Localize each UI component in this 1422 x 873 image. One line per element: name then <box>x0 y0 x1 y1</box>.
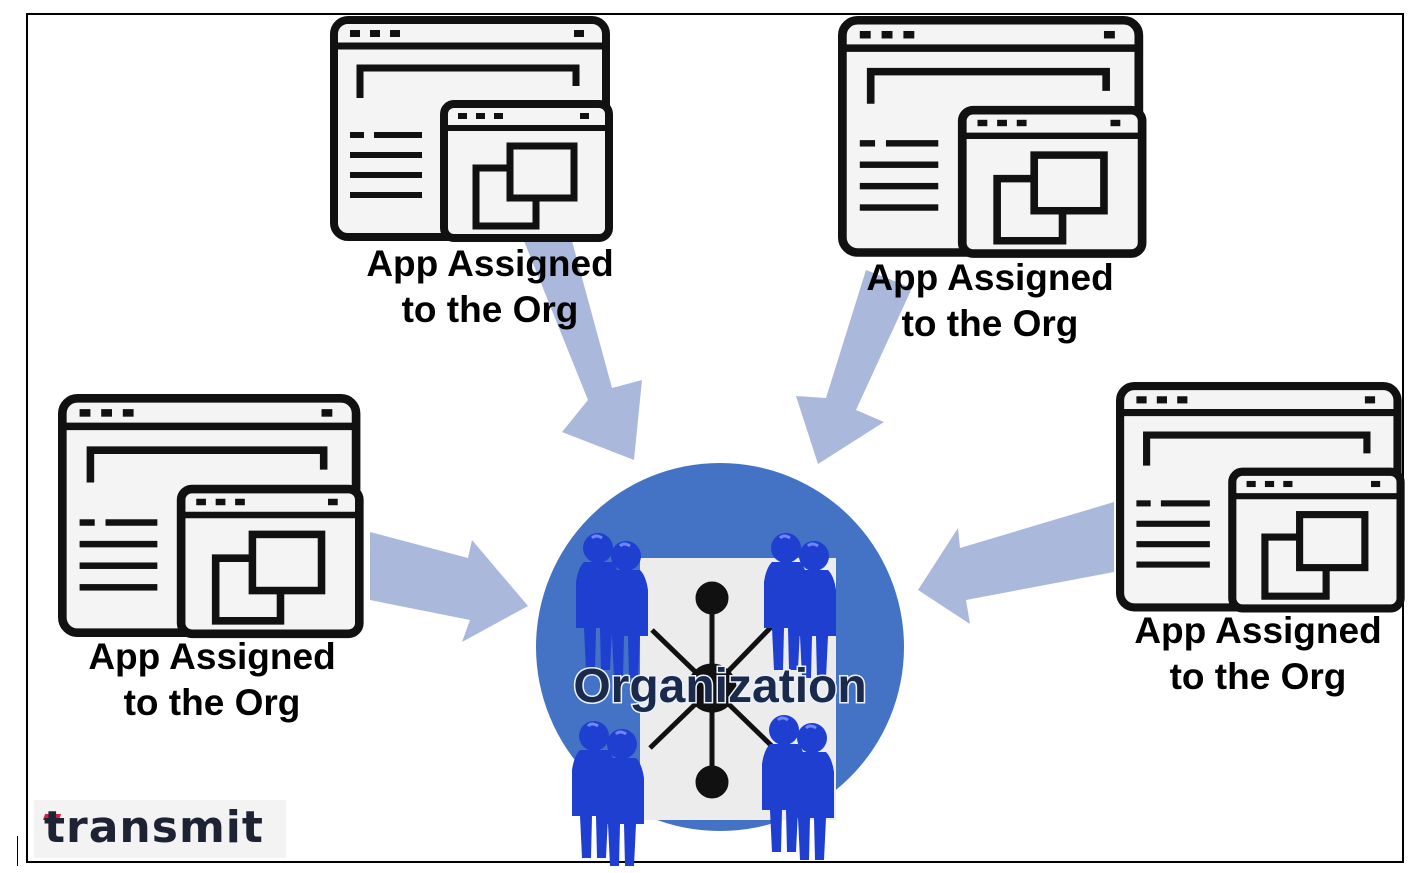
app-label-line1: App Assigned <box>1134 610 1381 651</box>
arrow-left <box>370 532 528 642</box>
network-icon <box>648 581 780 799</box>
app-window-icon <box>1120 386 1401 608</box>
arrow-top-left <box>524 241 642 460</box>
app-window-icon <box>62 398 359 633</box>
edge-mark <box>17 836 18 866</box>
people-group-icon <box>762 715 834 860</box>
arrow-right <box>918 502 1114 624</box>
arrow-top-right <box>796 270 912 464</box>
transmit-logo: transmit <box>34 800 286 858</box>
app-label-line2: to the Org <box>402 289 579 330</box>
organization-label: Organization <box>573 660 866 713</box>
app-label-line2: to the Org <box>124 682 301 723</box>
app-label-line1: App Assigned <box>88 636 335 677</box>
app-label-line1: App Assigned <box>366 243 613 284</box>
app-label-line1: App Assigned <box>866 257 1113 298</box>
app-window-icon <box>334 20 609 238</box>
app-label-line2: to the Org <box>902 303 1079 344</box>
logo-text: transmit <box>44 802 264 853</box>
app-label-line2: to the Org <box>1170 656 1347 697</box>
app-window-icon <box>842 20 1142 253</box>
people-group-icon <box>572 721 644 866</box>
